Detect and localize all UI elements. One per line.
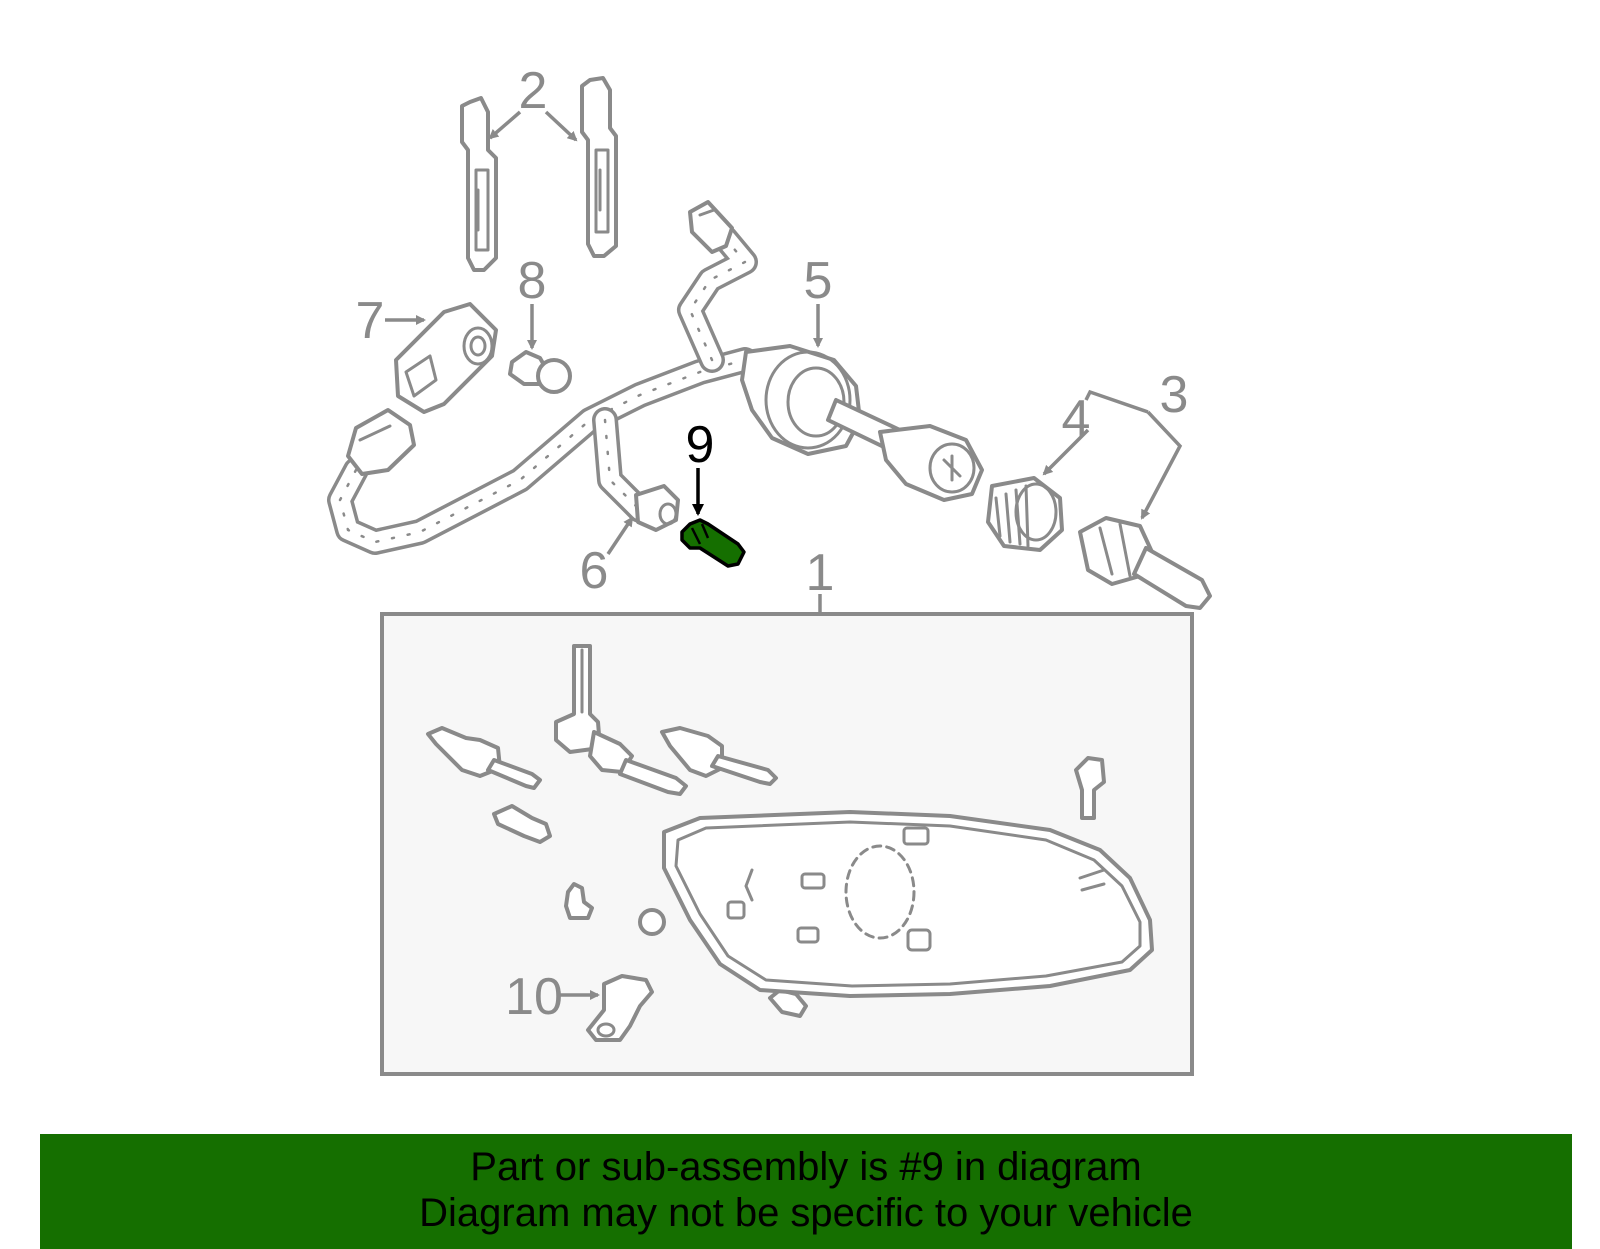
retaining-ring-part (986, 476, 1064, 552)
parts-diagram: 2 8 7 5 3 4 9 6 1 10 (327, 62, 1212, 1076)
wedge-bulb-part (508, 350, 572, 394)
grommet-part (740, 344, 984, 502)
socket-part (394, 302, 498, 414)
bracket-part-left (460, 96, 498, 272)
bulb-part-highlighted (680, 518, 746, 568)
callout-10: 10 (505, 968, 563, 1026)
callout-3: 3 (1160, 366, 1189, 424)
callout-6: 6 (580, 542, 609, 600)
banner-line-part-number: Part or sub-assembly is #9 in diagram (470, 1145, 1142, 1189)
wiring-harness (327, 200, 758, 555)
headlamp-assembly-contents (426, 644, 1154, 1042)
bracket-part-right (580, 76, 618, 258)
callout-7: 7 (356, 292, 385, 350)
headlight-bulb-part (1078, 516, 1212, 610)
callout-4: 4 (1062, 390, 1091, 448)
callout-8: 8 (518, 252, 547, 310)
callout-1: 1 (806, 544, 835, 602)
leader-lines (385, 110, 1183, 1000)
banner-line-disclaimer: Diagram may not be specific to your vehi… (419, 1191, 1193, 1235)
callout-2: 2 (519, 62, 548, 120)
info-banner: Part or sub-assembly is #9 in diagram Di… (40, 1134, 1572, 1249)
callout-5: 5 (804, 252, 833, 310)
callout-9: 9 (686, 416, 715, 474)
